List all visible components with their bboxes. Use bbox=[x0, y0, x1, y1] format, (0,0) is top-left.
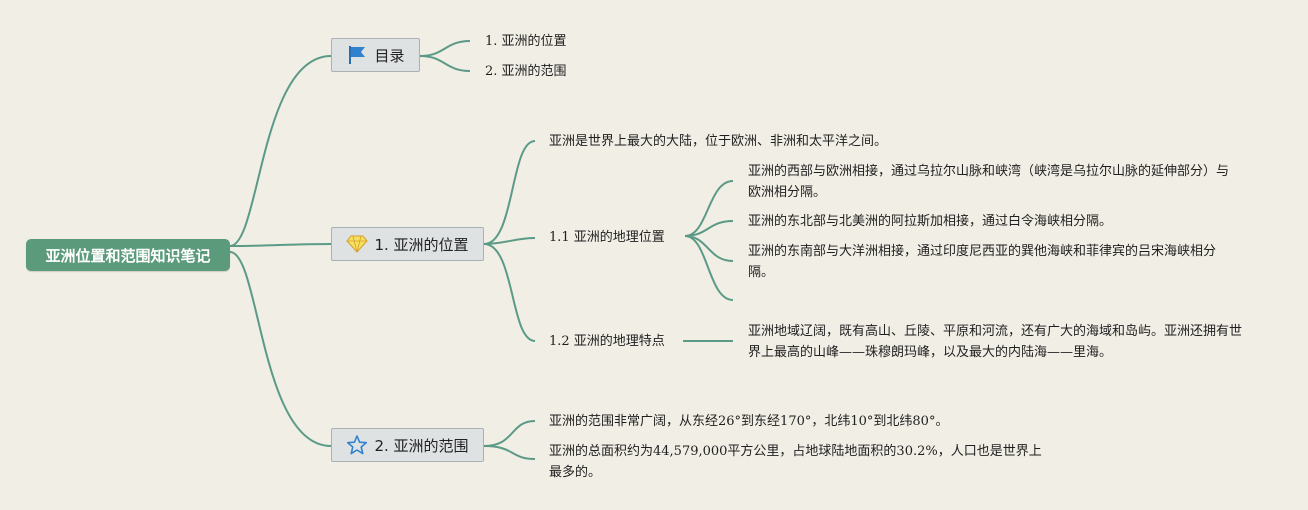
range-point-2[interactable]: 亚洲的总面积约为44,579,000平方公里，占地球陆地面积的30.2%，人口也… bbox=[549, 444, 1042, 480]
link-range-point1 bbox=[483, 420, 536, 447]
star-icon bbox=[346, 434, 368, 456]
geo-features-text[interactable]: 亚洲地域辽阔，既有高山、丘陵、平原和河流，还有广大的海域和岛屿。亚洲还拥有世界上… bbox=[748, 324, 1243, 360]
range-point-1[interactable]: 亚洲的范围非常广阔，从东经26°到东经170°，北纬10°到北纬80°。 bbox=[549, 414, 949, 429]
link-root-catalog bbox=[229, 55, 332, 247]
topic-position[interactable]: 1. 亚洲的位置 bbox=[331, 227, 484, 261]
geo-position-point-2[interactable]: 亚洲的东北部与北美洲的阿拉斯加相接，通过白令海峡相分隔。 bbox=[748, 214, 1113, 229]
topic-catalog[interactable]: 目录 bbox=[331, 38, 420, 72]
link-range-point2 bbox=[483, 445, 536, 460]
link-catalog-item2 bbox=[419, 55, 471, 72]
geo-position-point-1[interactable]: 亚洲的西部与欧洲相接，通过乌拉尔山脉和峡湾（峡湾是乌拉尔山脉的延伸部分）与欧洲相… bbox=[748, 164, 1230, 200]
root-topic[interactable]: 亚洲位置和范围知识笔记 bbox=[26, 239, 230, 271]
link-position-sub1 bbox=[483, 237, 536, 245]
link-sub1-point4 bbox=[684, 235, 734, 301]
geo-position-point-3[interactable]: 亚洲的东南部与大洋洲相接，通过印度尼西亚的巽他海峡和菲律宾的吕宋海峡相分隔。 bbox=[748, 244, 1217, 280]
topic-range[interactable]: 2. 亚洲的范围 bbox=[331, 428, 484, 462]
link-root-position bbox=[229, 243, 332, 247]
topic-catalog-label: 目录 bbox=[374, 46, 405, 65]
topic-range-label: 2. 亚洲的范围 bbox=[374, 436, 469, 455]
catalog-item-1[interactable]: 1. 亚洲的位置 bbox=[485, 34, 567, 49]
link-position-summary bbox=[483, 140, 536, 245]
link-catalog-item1 bbox=[419, 40, 471, 57]
subtopic-geo-position[interactable]: 1.1 亚洲的地理位置 bbox=[549, 230, 665, 245]
flag-icon bbox=[346, 44, 368, 66]
link-root-range bbox=[229, 251, 332, 447]
topic-position-label: 1. 亚洲的位置 bbox=[374, 235, 469, 254]
link-sub1-point1 bbox=[684, 180, 734, 237]
link-sub1-point3 bbox=[684, 235, 734, 262]
root-topic-label: 亚洲位置和范围知识笔记 bbox=[45, 246, 211, 265]
diamond-icon bbox=[346, 233, 369, 255]
subtopic-geo-features[interactable]: 1.2 亚洲的地理特点 bbox=[549, 334, 665, 349]
catalog-item-2[interactable]: 2. 亚洲的范围 bbox=[485, 64, 567, 79]
position-summary[interactable]: 亚洲是世界上最大的大陆，位于欧洲、非洲和太平洋之间。 bbox=[549, 134, 888, 149]
link-position-sub2 bbox=[483, 243, 536, 342]
